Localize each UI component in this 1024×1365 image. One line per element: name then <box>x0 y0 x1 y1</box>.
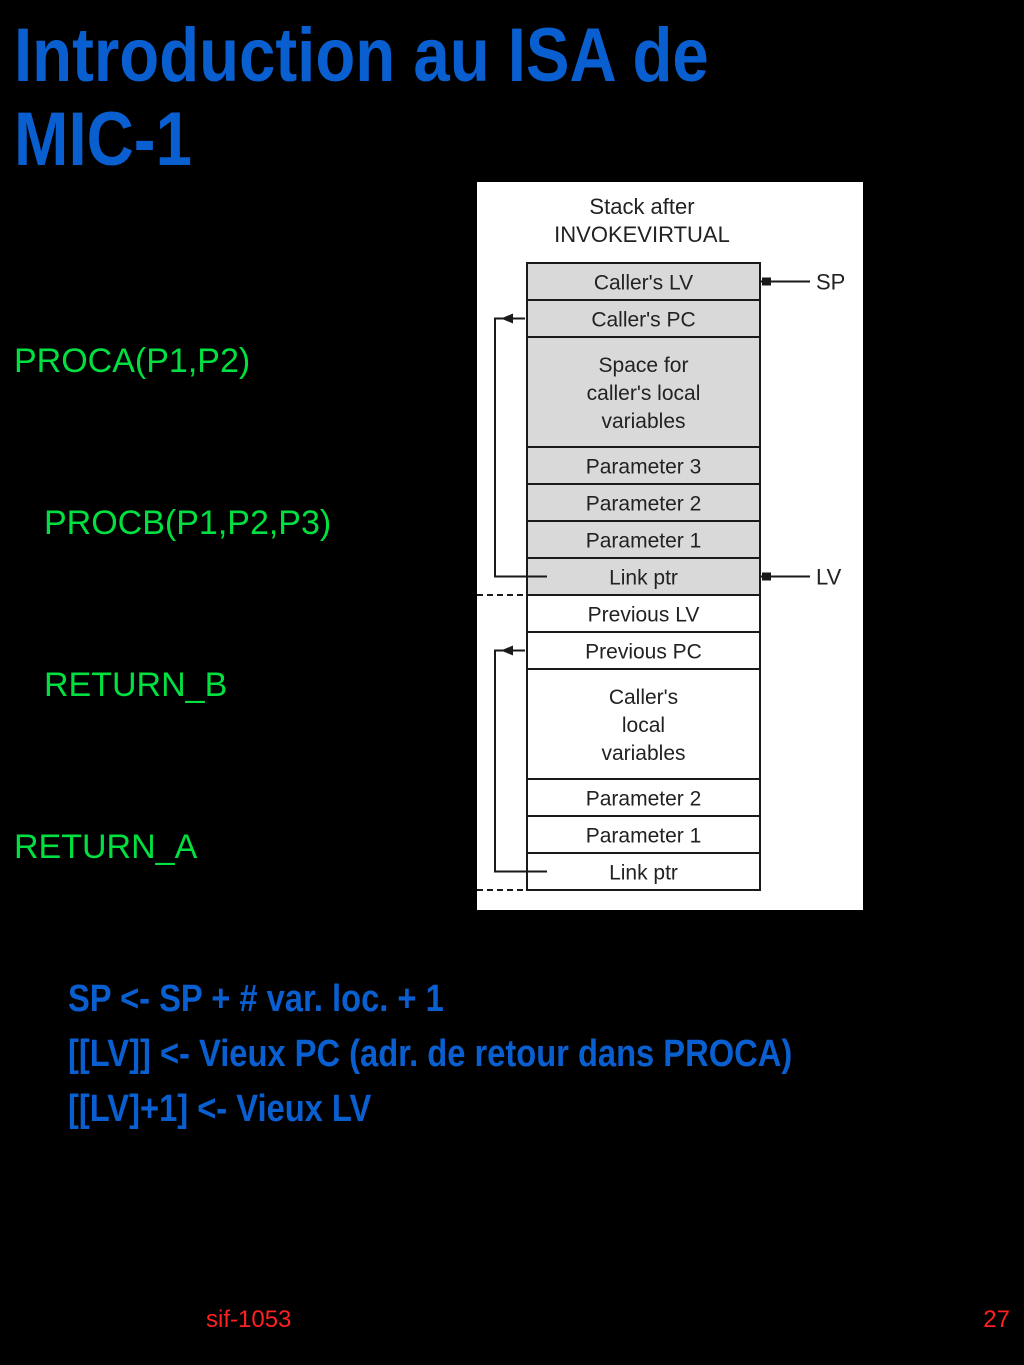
stack-cell <box>526 594 761 633</box>
slide-title-line-1: Introduction au ISA de <box>14 13 709 98</box>
pointer-label: SP <box>816 270 845 295</box>
procedure-code-listing: PROCA(P1,P2) PROCB(P1,P2,P3) RETURN_B RE… <box>14 226 331 928</box>
stack-cell-label: Previous PC <box>585 641 702 664</box>
stack-cell-label: Parameter 2 <box>586 493 702 516</box>
slide-title-line-2: MIC-1 <box>14 97 192 182</box>
stack-cell <box>526 668 761 780</box>
link-arrow-head <box>501 645 513 656</box>
stack-cell-label: caller's local <box>587 382 701 405</box>
stack-cell-label: Parameter 1 <box>586 530 702 553</box>
pointer-head <box>762 277 771 286</box>
code-line-procb: PROCB(P1,P2,P3) <box>44 504 332 542</box>
stack-cell-label: Caller's <box>609 686 678 709</box>
stack-cell-label: Space for <box>599 354 689 377</box>
slide-number: 27 <box>983 1306 1010 1333</box>
stack-cell <box>526 262 761 301</box>
stack-cell <box>526 852 761 891</box>
diagram-caption-line: Stack after <box>589 194 694 219</box>
link-arrow-head <box>501 313 513 324</box>
stack-cell-label: Link ptr <box>609 862 678 885</box>
code-line-return-a: RETURN_A <box>14 828 198 866</box>
note-line-1: SP <- SP + # var. loc. + 1 <box>68 978 444 1020</box>
stack-cell <box>526 778 761 817</box>
course-code: sif-1053 <box>206 1306 292 1333</box>
stack-cell-label: Parameter 2 <box>586 788 702 811</box>
stack-cell-label: variables <box>601 410 685 433</box>
stack-cell-label: Caller's LV <box>594 272 693 295</box>
code-line-proca: PROCA(P1,P2) <box>14 342 251 380</box>
pointer-label: LV <box>816 565 842 590</box>
stack-cell-label: Caller's PC <box>591 309 695 332</box>
stack-cell <box>526 299 761 338</box>
slide-title: Introduction au ISA de MIC-1 <box>14 14 709 182</box>
stack-cell-label: Link ptr <box>609 567 678 590</box>
explanation-notes: SP <- SP + # var. loc. + 1 [[LV]] <- Vie… <box>68 972 792 1137</box>
stack-cell <box>526 815 761 854</box>
diagram-caption-line: INVOKEVIRTUAL <box>554 222 730 247</box>
stack-cell-label: Parameter 1 <box>586 825 702 848</box>
stack-cell <box>526 446 761 485</box>
code-line-return-b: RETURN_B <box>44 666 228 704</box>
stack-cell-label: Previous LV <box>588 604 700 627</box>
pointer-head <box>762 572 771 581</box>
note-line-3: [[LV]+1] <- Vieux LV <box>68 1088 372 1130</box>
stack-cell-label: variables <box>601 742 685 765</box>
stack-cell-label: local <box>622 714 665 737</box>
note-line-2: [[LV]] <- Vieux PC (adr. de retour dans … <box>68 1033 793 1075</box>
stack-cell <box>526 336 761 448</box>
stack-cell-label: Parameter 3 <box>586 456 702 479</box>
stack-cell <box>526 520 761 559</box>
